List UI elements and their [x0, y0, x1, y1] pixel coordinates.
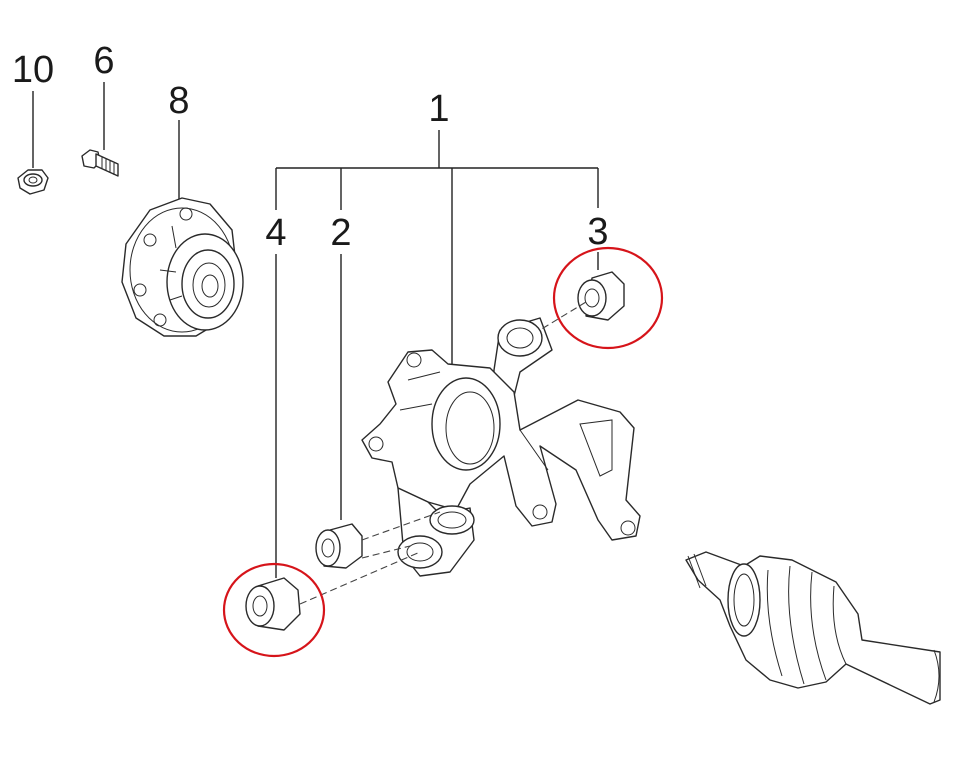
callout-10: 10 [12, 49, 54, 91]
part-8-wheel-hub [121, 197, 244, 337]
leader-lines [32, 82, 599, 578]
part-2-bushing [315, 523, 363, 569]
callout-1: 1 [428, 88, 449, 130]
part-10-nut [17, 169, 49, 195]
assembly-lines [299, 301, 587, 605]
highlight-circle-part-3 [552, 246, 664, 350]
callout-6: 6 [93, 40, 114, 82]
part-3-bushing [577, 271, 625, 321]
part-1-knuckle [361, 317, 641, 577]
part-drive-shaft [685, 551, 941, 705]
callout-2: 2 [330, 212, 351, 254]
highlight-markers [222, 246, 664, 658]
part-6-bolt [81, 149, 119, 177]
callout-3: 3 [587, 211, 608, 253]
callout-8: 8 [168, 80, 189, 122]
highlight-circle-part-4 [222, 562, 326, 658]
part-4-bushing [245, 577, 301, 631]
callout-4: 4 [265, 212, 286, 254]
